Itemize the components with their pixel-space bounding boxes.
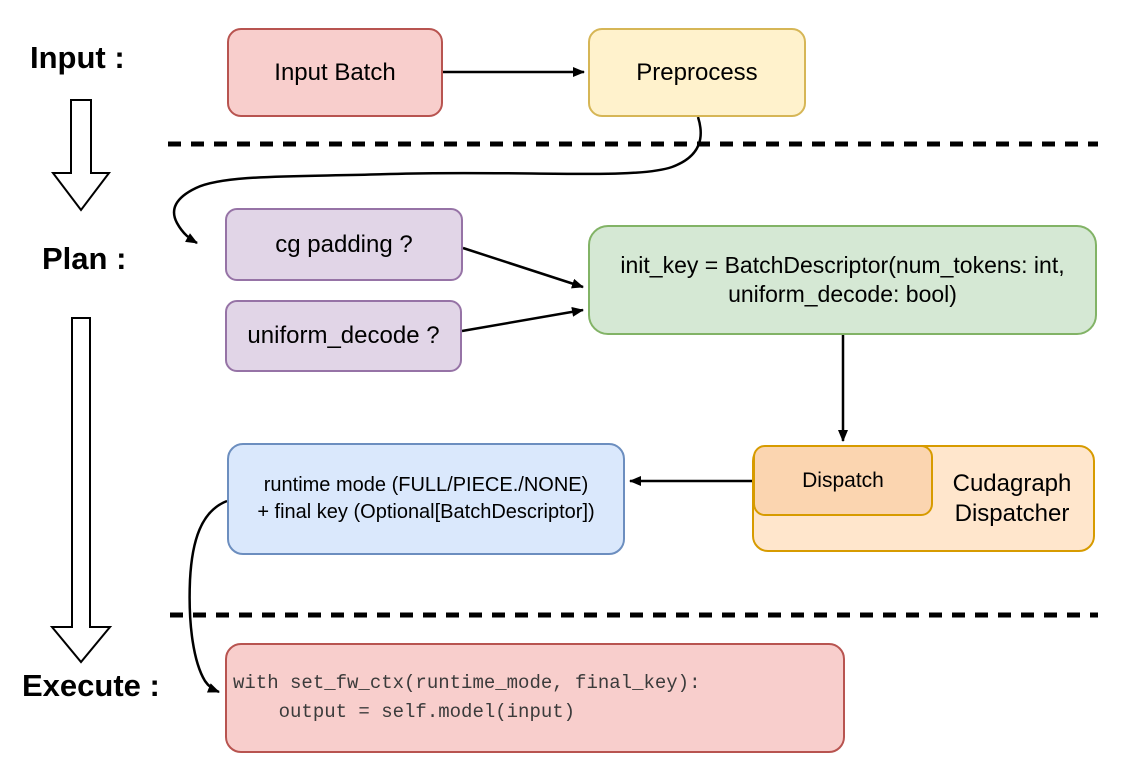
node-uniform-decode: uniform_decode ?: [225, 300, 462, 372]
node-preprocess-label: Preprocess: [636, 58, 758, 86]
stage-arrow-input-to-plan: [50, 99, 112, 212]
stage-label-input: Input :: [30, 40, 125, 75]
cudagraph-dispatcher-line2: Dispatcher: [954, 499, 1070, 527]
node-runtime-mode-line2: + final key (Optional[BatchDescriptor]): [257, 501, 595, 523]
node-dispatch-label: Dispatch: [802, 468, 884, 492]
node-init-key-line2: uniform_decode: bool): [728, 281, 957, 307]
node-init-key-line1: init_key = BatchDescriptor(num_tokens: i…: [620, 252, 1065, 278]
cudagraph-dispatcher-line1: Cudagraph: [952, 469, 1072, 497]
execute-code-text: with set_fw_ctx(runtime_mode, final_key)…: [227, 669, 700, 727]
execute-code-line1: with set_fw_ctx(runtime_mode, final_key)…: [233, 672, 701, 694]
cudagraph-dispatcher-label: Cudagraph Dispatcher: [931, 447, 1093, 550]
node-runtime-mode-line1: runtime mode (FULL/PIECE./NONE): [263, 474, 589, 496]
node-execute-code: with set_fw_ctx(runtime_mode, final_key)…: [225, 643, 845, 753]
arrow-uniform-decode-to-init-key: [461, 306, 584, 333]
arrow-runtime-mode-to-execute-code: [188, 499, 228, 694]
node-cg-padding-label: cg padding ?: [275, 230, 413, 258]
node-uniform-decode-label: uniform_decode ?: [247, 322, 440, 349]
node-runtime-mode: runtime mode (FULL/PIECE./NONE) + final …: [227, 443, 625, 555]
node-init-key: init_key = BatchDescriptor(num_tokens: i…: [588, 225, 1097, 335]
arrow-cg-padding-to-init-key: [462, 246, 584, 289]
stage-label-plan: Plan :: [42, 241, 127, 276]
node-input-batch: Input Batch: [227, 28, 443, 117]
stage-label-execute: Execute :: [22, 668, 160, 703]
node-dispatch: Dispatch: [753, 445, 933, 516]
stage-arrow-plan-to-execute: [49, 317, 113, 664]
arrow-preprocess-to-cg-padding: [172, 116, 702, 245]
node-input-batch-label: Input Batch: [274, 58, 396, 86]
node-cg-padding: cg padding ?: [225, 208, 463, 281]
execute-code-line2: output = self.model(input): [233, 701, 576, 723]
node-preprocess: Preprocess: [588, 28, 806, 117]
